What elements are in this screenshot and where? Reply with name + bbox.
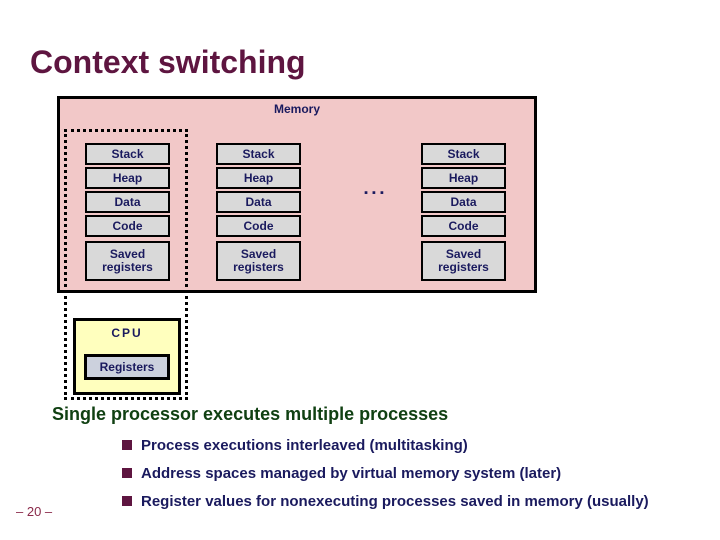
- saved-registers-box: Saved registers: [216, 241, 301, 281]
- segment-heap: Heap: [85, 167, 170, 189]
- process-column-2: Stack Heap Data Code Saved registers: [216, 143, 301, 281]
- process-column-3: Stack Heap Data Code Saved registers: [421, 143, 506, 281]
- segment-heap: Heap: [421, 167, 506, 189]
- saved-registers-box: Saved registers: [85, 241, 170, 281]
- bullet-item: Register values for nonexecuting process…: [122, 492, 688, 511]
- bullet-square-icon: [122, 496, 132, 506]
- saved-registers-box: Saved registers: [421, 241, 506, 281]
- bullet-item: Process executions interleaved (multitas…: [122, 436, 688, 455]
- bullet-text: Address spaces managed by virtual memory…: [141, 465, 562, 482]
- memory-box: Memory Stack Heap Data Code Saved regist…: [57, 96, 537, 293]
- bullet-square-icon: [122, 468, 132, 478]
- cpu-label: CPU: [111, 326, 143, 340]
- cpu-box: CPU Registers: [73, 318, 181, 395]
- segment-data: Data: [216, 191, 301, 213]
- segment-data: Data: [85, 191, 170, 213]
- segment-stack: Stack: [216, 143, 301, 165]
- bullet-square-icon: [122, 440, 132, 450]
- segment-code: Code: [216, 215, 301, 237]
- segment-stack: Stack: [421, 143, 506, 165]
- segment-heap: Heap: [216, 167, 301, 189]
- bullet-item: Address spaces managed by virtual memory…: [122, 464, 688, 483]
- slide-title: Context switching: [30, 44, 306, 80]
- bullet-text: Process executions interleaved (multitas…: [141, 437, 468, 454]
- segment-stack: Stack: [85, 143, 170, 165]
- process-column-1: Stack Heap Data Code Saved registers: [85, 143, 170, 281]
- registers-box: Registers: [84, 354, 170, 380]
- bullet-list: Process executions interleaved (multitas…: [122, 436, 688, 520]
- bullet-text: Register values for nonexecuting process…: [141, 493, 649, 510]
- ellipsis-icon: ▪▪▪: [364, 187, 388, 199]
- body-heading: Single processor executes multiple proce…: [52, 404, 449, 424]
- segment-code: Code: [421, 215, 506, 237]
- memory-label: Memory: [273, 102, 320, 116]
- segment-data: Data: [421, 191, 506, 213]
- segment-code: Code: [85, 215, 170, 237]
- page-number: – 20 –: [16, 504, 53, 519]
